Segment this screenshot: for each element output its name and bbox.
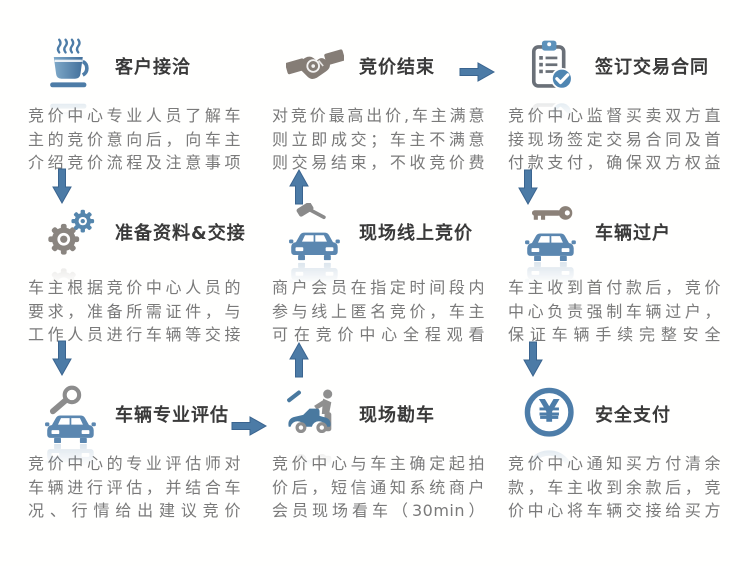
gears-icon	[42, 203, 100, 261]
step-title: 车辆过户	[595, 223, 671, 244]
car-inspect-icon	[286, 385, 344, 443]
flow-arrow-up-2	[287, 169, 311, 205]
step-title: 竞价结束	[359, 57, 435, 78]
step-title: 现场线上竞价	[359, 223, 473, 244]
step-prepare-materials: 准备资料&交接 车主根据竞价中心人员的 要求，准备所需证件，与 工作人员进行车辆…	[28, 202, 245, 347]
step-title: 签订交易合同	[595, 57, 709, 78]
step-vehicle-transfer: 车辆过户 车主收到首付款后，竞价 中心负责强制车辆过户， 保证车辆手续完整安全	[508, 202, 721, 347]
step-description: 车主收到首付款后，竞价 中心负责强制车辆过户， 保证车辆手续完整安全	[508, 278, 721, 344]
flow-arrow-down-3	[516, 169, 540, 205]
coffee-cup-icon	[42, 37, 100, 95]
flow-arrow-down-1	[50, 168, 74, 204]
flow-arrow-right-2	[459, 60, 495, 84]
step-description: 竞价中心与车主确定起拍 价后，短信通知系统商户 会员现场看车（30min）	[272, 454, 485, 520]
step-title: 准备资料&交接	[115, 223, 246, 244]
flow-arrow-down-4	[521, 341, 545, 377]
step-description: 商户会员在指定时间段内 参与线上匿名竞价，车主 可在竞价中心全程观看	[272, 278, 485, 344]
clipboard-check-icon	[522, 37, 580, 95]
yen-coin-icon: ¥	[522, 385, 580, 443]
step-description: 竞价中心的专业评估师对 车辆进行评估，并结合车 况、行情给出建议竞价	[28, 454, 241, 520]
svg-text:¥: ¥	[538, 394, 560, 430]
step-description: 车主根据竞价中心人员的 要求，准备所需证件，与 工作人员进行车辆等交接	[28, 278, 241, 344]
flow-arrow-down-2	[50, 340, 74, 376]
car-gavel-icon	[286, 203, 344, 261]
flow-arrow-up-1	[287, 342, 311, 378]
car-key-icon	[522, 203, 580, 261]
step-description: 竞价中心通知买方付清余 款，车主收到余款后，竞 价中心将车辆交接给买方	[508, 454, 721, 520]
step-title: 客户接洽	[115, 57, 191, 78]
handshake-icon	[286, 37, 344, 95]
step-description: 对竞价最高出价,车主满意 则立即成交；车主不满意 则交易结束，不收竞价费	[272, 106, 485, 172]
step-title: 车辆专业评估	[115, 405, 229, 426]
flow-arrow-right-1	[231, 414, 267, 438]
step-onsite-inspection: 现场勘车 竞价中心与车主确定起拍 价后，短信通知系统商户 会员现场看车（30mi…	[272, 384, 485, 523]
step-title: 安全支付	[595, 405, 671, 426]
car-magnifier-icon	[42, 385, 100, 443]
step-customer-contact: 客户接洽 竞价中心专业人员了解车 主的竞价意向后，向车主 介绍竞价流程及注意事项	[28, 36, 241, 175]
step-description: 竞价中心监督买卖双方直 接现场签定交易合同及首 付款支付，确保双方权益	[508, 106, 721, 172]
step-title: 现场勘车	[359, 405, 435, 426]
step-online-bidding: 现场线上竞价 商户会员在指定时间段内 参与线上匿名竞价，车主 可在竞价中心全程观…	[272, 202, 485, 347]
step-vehicle-evaluation: 车辆专业评估 竞价中心的专业评估师对 车辆进行评估，并结合车 况、行情给出建议竞…	[28, 384, 241, 523]
step-sign-contract: 签订交易合同 竞价中心监督买卖双方直 接现场签定交易合同及首 付款支付，确保双方…	[508, 36, 721, 175]
step-secure-payment: ¥ 安全支付 竞价中心通知买方付清余 款，车主收到余款后，竞 价中心将车辆交接给…	[508, 384, 721, 523]
step-bidding-finished: 竞价结束 对竞价最高出价,车主满意 则立即成交；车主不满意 则交易结束，不收竞价…	[272, 36, 485, 175]
step-description: 竞价中心专业人员了解车 主的竞价意向后，向车主 介绍竞价流程及注意事项	[28, 106, 241, 172]
